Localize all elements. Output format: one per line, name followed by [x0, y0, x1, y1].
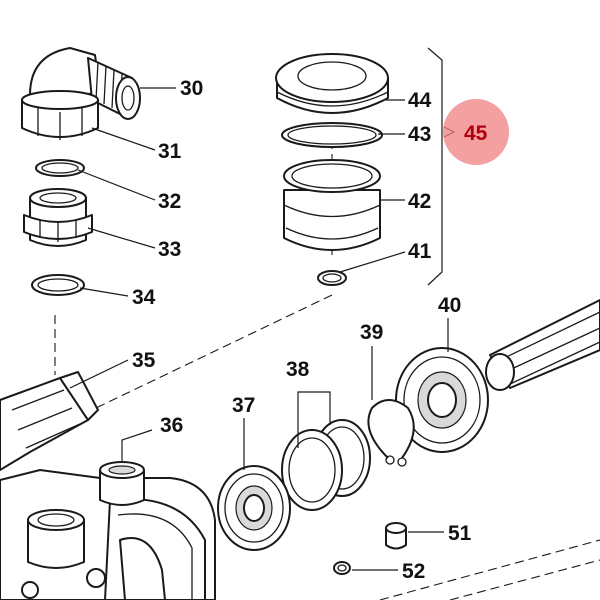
leader-lines	[69, 87, 449, 571]
highlight-circle-45	[443, 99, 509, 165]
part-32-o-ring[interactable]	[35, 159, 85, 177]
label-30: 30	[180, 77, 203, 100]
part-39-snap-ring[interactable]	[367, 399, 415, 467]
label-36: 36	[160, 414, 183, 437]
part-51-plug[interactable]	[385, 522, 407, 550]
part-40-bearing[interactable]	[395, 347, 489, 453]
part-34-o-ring[interactable]	[31, 274, 85, 296]
label-43: 43	[408, 123, 431, 146]
label-44: 44	[408, 89, 432, 112]
label-37: 37	[232, 394, 255, 417]
label-52: 52	[402, 560, 425, 583]
part-41-small-o-ring[interactable]	[317, 270, 347, 286]
part-43-seal-ring[interactable]	[281, 122, 383, 148]
label-34: 34	[132, 286, 156, 309]
part-33-threaded-adapter[interactable]	[23, 188, 93, 247]
label-41: 41	[408, 240, 432, 263]
label-51: 51	[448, 522, 472, 545]
part-37-bearing[interactable]	[217, 465, 291, 551]
label-42: 42	[408, 190, 431, 213]
label-32: 32	[158, 190, 181, 213]
label-40: 40	[438, 294, 461, 317]
part-labels: 30 31 32 33 34 35 36 37 38 39 40 41 42 4…	[132, 77, 488, 583]
label-45: 45	[464, 122, 488, 145]
part-35-side-connector[interactable]	[0, 371, 99, 471]
part-44-cap[interactable]	[275, 53, 389, 114]
group-bracket-45	[427, 47, 456, 286]
label-33: 33	[158, 238, 181, 261]
label-35: 35	[132, 349, 156, 372]
part-42-valve-body[interactable]	[283, 159, 381, 251]
pump-housing	[0, 461, 216, 600]
shaft	[485, 299, 600, 391]
part-31-union-nut[interactable]	[21, 90, 99, 140]
base-outline	[379, 539, 600, 600]
part-52-washer[interactable]	[333, 561, 351, 575]
part-38-seal-rings[interactable]	[281, 419, 371, 511]
label-39: 39	[360, 321, 383, 344]
label-31: 31	[158, 140, 182, 163]
label-38: 38	[286, 358, 310, 381]
